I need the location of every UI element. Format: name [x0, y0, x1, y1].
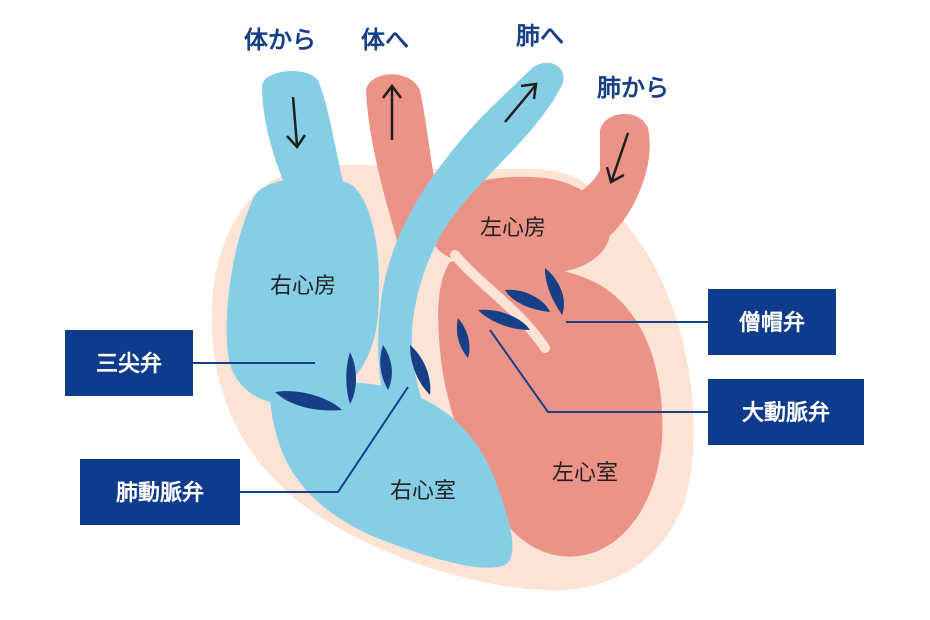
box-tricuspid: 三尖弁: [65, 330, 193, 396]
label-left-atrium: 左心房: [480, 216, 546, 241]
label-from-lungs: 肺から: [597, 74, 669, 102]
arrow-up-icon: [382, 83, 402, 140]
label-from-body: 体から: [244, 26, 316, 54]
mitral-valve-leaflet-b: [545, 268, 565, 315]
aortic-valve-leaflet-a: [456, 318, 470, 358]
left-atrium-shape: [428, 176, 611, 274]
arrow-down-icon: [286, 96, 307, 150]
septum-highlight: [450, 250, 550, 353]
pulmonary-valve-leaflet-b: [410, 345, 431, 395]
svg-text:肺動脈弁: 肺動脈弁: [116, 480, 204, 506]
svg-text:三尖弁: 三尖弁: [96, 351, 162, 377]
arrow-up-right-icon: [504, 82, 538, 123]
label-to-body: 体へ: [361, 26, 409, 54]
label-right-ventricle: 右心室: [390, 479, 456, 504]
svg-text:僧帽弁: 僧帽弁: [739, 310, 805, 336]
leader-pulmonary: [240, 386, 409, 493]
svg-text:大動脈弁: 大動脈弁: [742, 400, 830, 426]
right-atrium-shape: [226, 177, 380, 405]
arrow-down-left-icon: [605, 132, 630, 184]
box-pulmonary: 肺動脈弁: [80, 459, 240, 525]
label-right-atrium: 右心房: [270, 274, 336, 299]
tricuspid-valve-leaflet-a: [275, 391, 342, 411]
pulmonary-valve-leaflet-a: [380, 345, 392, 390]
box-aortic: 大動脈弁: [708, 379, 864, 445]
tricuspid-valve-leaflet-b: [346, 352, 356, 404]
label-to-lungs: 肺へ: [516, 22, 564, 50]
mitral-valve-leaflet-a: [505, 289, 550, 312]
leader-aortic: [489, 329, 708, 413]
box-mitral: 僧帽弁: [708, 289, 836, 355]
right-ventricle-shape: [270, 381, 513, 568]
label-left-ventricle: 左心室: [552, 461, 618, 486]
aortic-valve-leaflet-b: [478, 309, 530, 330]
